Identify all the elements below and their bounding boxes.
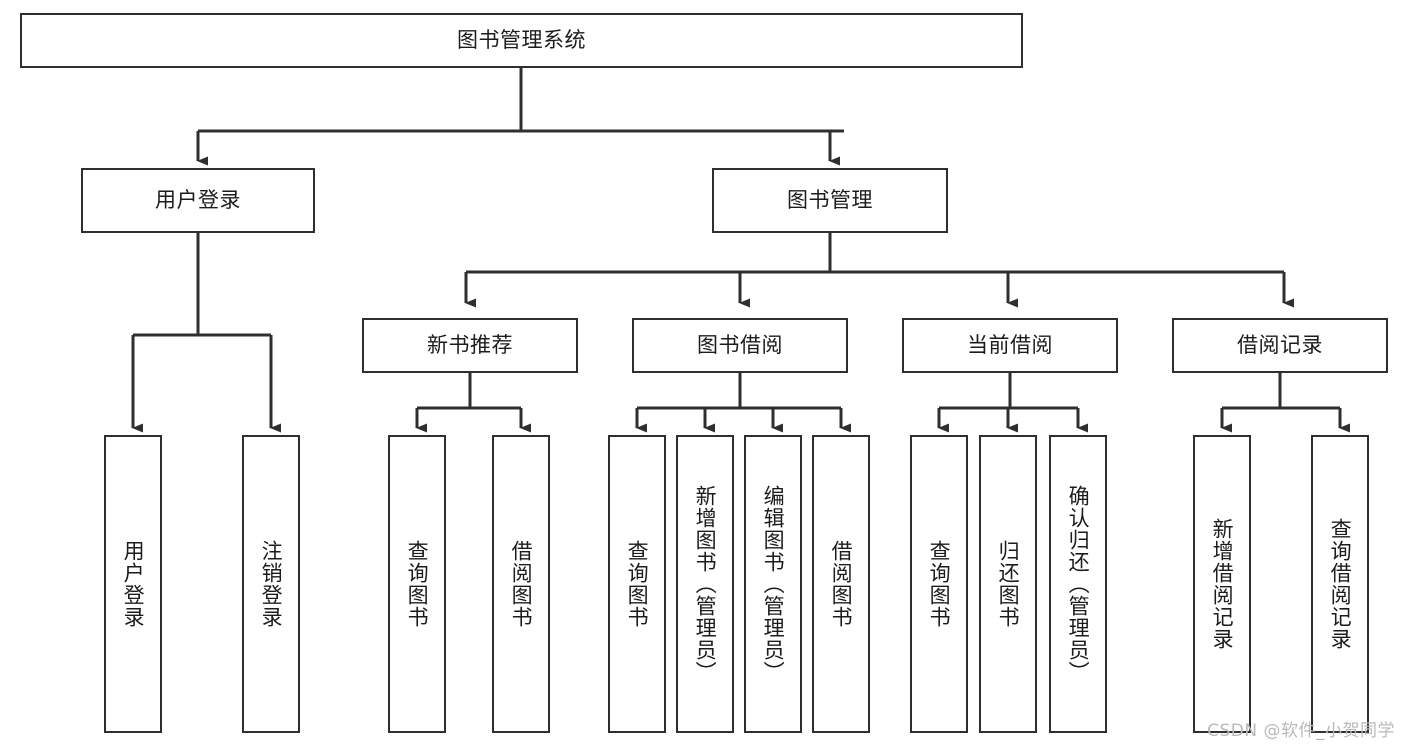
node-label: 确认归还（管理员）: [1066, 485, 1091, 683]
leaf-user-login-logout[interactable]: 注销登录: [242, 435, 300, 733]
node-user-login[interactable]: 用户登录: [81, 168, 315, 233]
node-label: 图书管理: [787, 187, 873, 212]
node-label: 图书管理系统: [457, 27, 586, 52]
node-label: 新书推荐: [427, 332, 513, 357]
node-borrow-record[interactable]: 借阅记录: [1172, 318, 1388, 373]
leaf-current-borrow-confirm-return-admin[interactable]: 确认归还（管理员）: [1049, 435, 1107, 733]
leaf-borrow-record-query-record[interactable]: 查询借阅记录: [1311, 435, 1369, 733]
node-label: 图书借阅: [697, 332, 783, 357]
node-label: 新增图书（管理员）: [693, 485, 718, 683]
leaf-book-borrow-borrow-book[interactable]: 借阅图书: [812, 435, 870, 733]
node-current-borrow[interactable]: 当前借阅: [902, 318, 1118, 373]
csdn-watermark: CSDN @软件_小贺同学: [1207, 721, 1395, 741]
leaf-book-borrow-query-book[interactable]: 查询图书: [608, 435, 666, 733]
node-label: 当前借阅: [967, 332, 1053, 357]
leaf-user-login-login[interactable]: 用户登录: [104, 435, 162, 733]
node-label: 注销登录: [259, 540, 284, 628]
node-label: 借阅记录: [1237, 332, 1323, 357]
node-label: 查询借阅记录: [1328, 518, 1353, 650]
leaf-book-borrow-add-book-admin[interactable]: 新增图书（管理员）: [676, 435, 734, 733]
leaf-current-borrow-return-book[interactable]: 归还图书: [979, 435, 1037, 733]
node-label: 借阅图书: [829, 540, 854, 628]
node-book-management[interactable]: 图书管理: [712, 168, 948, 233]
leaf-book-borrow-edit-book-admin[interactable]: 编辑图书（管理员）: [744, 435, 802, 733]
node-root-book-management-system[interactable]: 图书管理系统: [20, 13, 1023, 68]
node-label: 查询图书: [927, 540, 952, 628]
node-label: 归还图书: [996, 540, 1021, 628]
leaf-borrow-record-add-record[interactable]: 新增借阅记录: [1193, 435, 1251, 733]
leaf-new-book-query-book[interactable]: 查询图书: [388, 435, 446, 733]
node-label: 用户登录: [121, 540, 146, 628]
node-label: 用户登录: [155, 187, 241, 212]
node-label: 新增借阅记录: [1210, 518, 1235, 650]
node-new-book-recommend[interactable]: 新书推荐: [362, 318, 578, 373]
node-book-borrow[interactable]: 图书借阅: [632, 318, 848, 373]
node-label: 查询图书: [405, 540, 430, 628]
node-label: 借阅图书: [509, 540, 534, 628]
node-label: 查询图书: [625, 540, 650, 628]
leaf-new-book-borrow-book[interactable]: 借阅图书: [492, 435, 550, 733]
leaf-current-borrow-query-book[interactable]: 查询图书: [910, 435, 968, 733]
node-label: 编辑图书（管理员）: [761, 485, 786, 683]
